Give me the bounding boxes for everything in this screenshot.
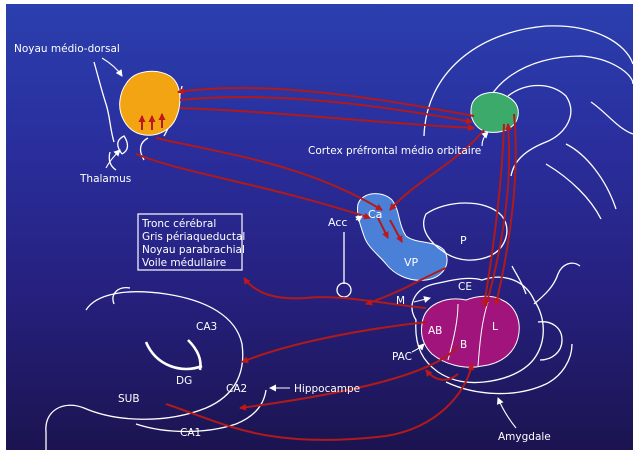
label-l: L: [492, 321, 498, 333]
cortex-prefrontal-shape: [471, 92, 518, 132]
label-ca3: CA3: [196, 321, 217, 333]
brainstem-line-2: Gris périaqueductal: [142, 231, 245, 243]
brain-sagittal-outline: [424, 26, 633, 219]
brainstem-line-3: Noyau parabrachial: [142, 244, 245, 256]
label-hippocampe: Hippocampe: [294, 383, 360, 395]
label-amygdale: Amygdale: [498, 431, 551, 443]
label-ab: AB: [428, 325, 442, 337]
striatum-shape: [357, 194, 447, 281]
label-pac: PAC: [392, 351, 412, 363]
label-ce: CE: [458, 281, 472, 293]
label-sub: SUB: [118, 393, 140, 405]
label-ca1: CA1: [180, 427, 201, 439]
label-acc: Acc: [328, 216, 347, 229]
acc-pin: [337, 232, 351, 297]
label-p: P: [460, 234, 467, 247]
label-m: M: [396, 295, 405, 307]
label-cortex-prefrontal: Cortex préfrontal médio orbitaire: [308, 145, 481, 157]
dentate-gyrus-curves: [146, 340, 202, 370]
hippocampus-outline: [46, 288, 266, 450]
label-ca: Ca: [368, 208, 382, 221]
label-vp: VP: [404, 256, 419, 269]
label-dg: DG: [176, 375, 192, 387]
brainstem-line-4: Voile médullaire: [142, 257, 226, 269]
diagram-frame: Tronc cérébral Gris périaqueductal Noyau…: [6, 4, 633, 450]
label-ca2: CA2: [226, 383, 247, 395]
label-b: B: [460, 339, 467, 351]
brainstem-line-1: Tronc cérébral: [141, 218, 216, 230]
label-noyau-medio-dorsal: Noyau médio-dorsal: [14, 43, 120, 55]
brain-circuit-diagram: Tronc cérébral Gris périaqueductal Noyau…: [6, 4, 633, 450]
label-thalamus: Thalamus: [79, 173, 131, 185]
noyau-medio-dorsal-shape: [120, 71, 180, 135]
